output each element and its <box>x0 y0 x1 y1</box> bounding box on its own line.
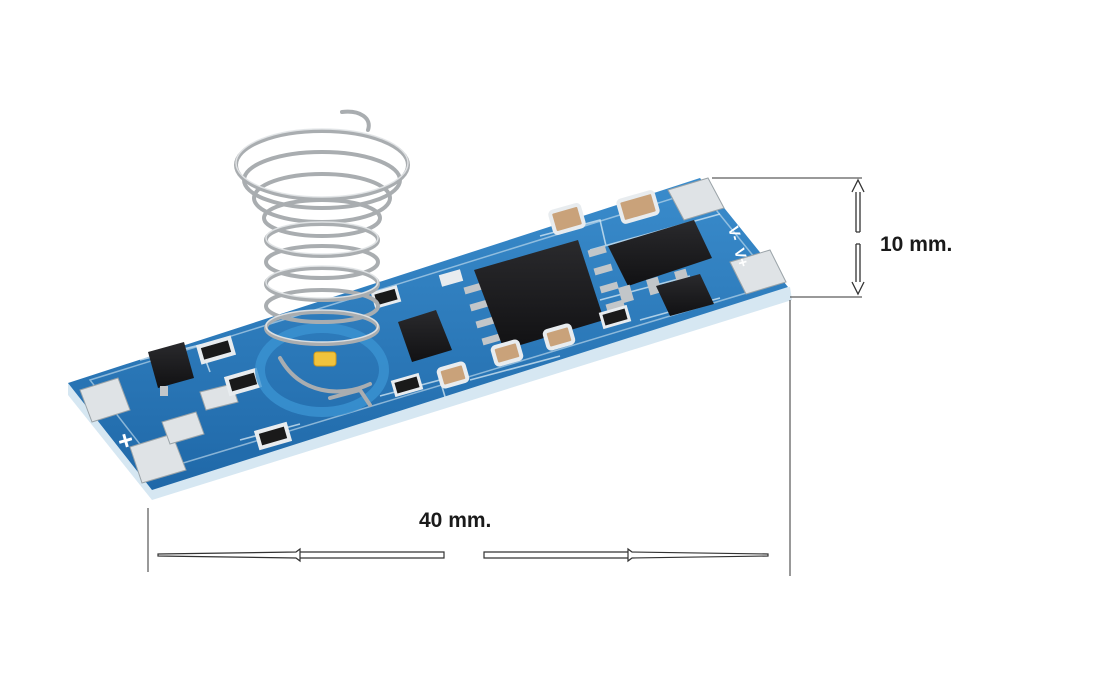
spring-pad-ring <box>255 323 389 417</box>
transistor-right <box>656 274 714 316</box>
pad-left-bottom <box>129 433 187 484</box>
v-plus-mark: V+ <box>730 246 752 269</box>
regulator-chip <box>608 220 712 304</box>
led <box>313 351 337 367</box>
pad-left-top <box>79 377 131 423</box>
pad-right-top <box>667 177 725 221</box>
width-arrow-left <box>157 547 445 563</box>
resistors <box>195 269 632 451</box>
height-dimension-label: 10 mm. <box>880 233 953 256</box>
height-dimension <box>712 177 865 298</box>
v-minus-mark: V- <box>724 224 744 242</box>
spring-highlights <box>235 128 409 343</box>
transistor-mid <box>398 310 452 362</box>
pad-mid-1 <box>161 411 205 445</box>
transistor-left <box>148 342 194 396</box>
pad-right-bottom <box>729 249 787 295</box>
height-arrow-up <box>851 178 865 233</box>
solder-pads <box>79 177 787 484</box>
main-ic-chip <box>463 240 625 350</box>
height-arrow-down <box>851 243 865 296</box>
width-arrow-right <box>483 547 769 563</box>
width-dimension <box>147 300 791 576</box>
width-dimension-label: 40 mm. <box>419 509 492 532</box>
capacitors <box>436 190 660 389</box>
